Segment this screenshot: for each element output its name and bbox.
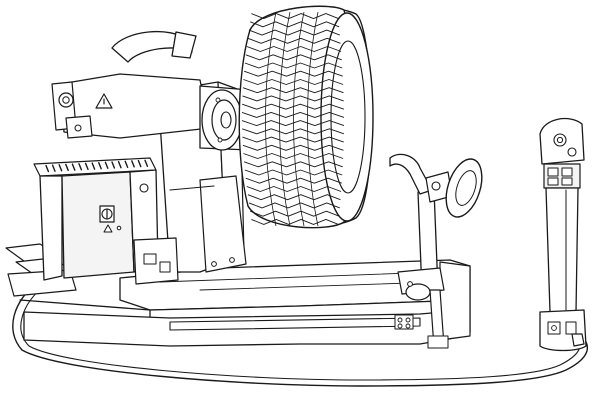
column-bolt <box>211 261 217 267</box>
tread-groove <box>242 95 344 102</box>
tire-tread-pattern <box>241 11 345 227</box>
tread-groove <box>242 87 344 94</box>
tread-groove <box>245 54 342 61</box>
tread-groove <box>243 70 343 77</box>
cable-inner <box>20 285 581 381</box>
tread-groove <box>241 120 345 127</box>
grille-slot <box>131 160 135 168</box>
hub-center <box>220 111 232 129</box>
arm-pin <box>74 124 82 132</box>
control-box <box>33 157 179 285</box>
cable-outer <box>12 281 589 387</box>
tread-groove <box>248 29 340 36</box>
tread-rib <box>279 11 291 227</box>
grille-slot <box>84 162 89 171</box>
pivot-bolt <box>407 281 413 287</box>
grille-slot <box>104 161 109 170</box>
grille-slot <box>144 159 149 168</box>
tire-bead <box>330 40 366 194</box>
pedestal-button <box>556 136 564 144</box>
tread-groove <box>243 79 344 85</box>
tread-groove <box>244 169 343 176</box>
base-connector <box>159 261 171 273</box>
panel-switch <box>561 167 573 177</box>
tread-groove <box>246 186 342 192</box>
tread-groove <box>242 136 344 143</box>
grille-slot <box>71 163 76 171</box>
column-edge <box>169 185 215 191</box>
warning-triangle-icon <box>103 224 113 233</box>
grille-slot <box>98 161 102 170</box>
tread-groove <box>243 161 343 168</box>
arm-knob <box>62 96 70 104</box>
hub-bolt <box>217 137 223 143</box>
machine-base <box>19 259 471 347</box>
tread-groove <box>248 202 340 209</box>
base-socket <box>565 321 577 335</box>
grille-slot <box>124 160 129 169</box>
grille-slot <box>78 163 83 171</box>
grille-slot <box>117 160 122 169</box>
grille-slot <box>51 164 56 172</box>
tread-rib <box>307 11 319 227</box>
tread-rib <box>293 11 305 227</box>
top-handle-grip <box>171 31 197 59</box>
tire <box>238 5 374 229</box>
tread-rib <box>265 11 277 227</box>
tread-groove <box>250 210 340 217</box>
tread-groove <box>244 62 343 69</box>
tread-groove <box>242 128 345 135</box>
rail-bolt <box>397 317 403 323</box>
base-plug <box>571 333 585 347</box>
tread-groove <box>246 46 342 52</box>
pedestal-button <box>567 147 577 157</box>
side-plug <box>139 183 149 193</box>
control-box-front <box>61 171 135 279</box>
tread-groove <box>242 103 345 110</box>
tread-groove <box>247 37 341 44</box>
roller-disc-inner <box>455 170 477 206</box>
tread-groove <box>245 177 342 184</box>
tool-arm-hook <box>389 153 433 195</box>
grille-slot <box>45 164 50 173</box>
column-bolt <box>229 257 235 263</box>
tread-groove <box>251 13 339 20</box>
base-right-end <box>439 261 471 341</box>
remote-control-pedestal <box>539 117 587 352</box>
base-socket-pin <box>551 325 557 331</box>
grille-slot <box>137 159 142 168</box>
panel-switch <box>547 177 559 186</box>
pedestal-column <box>545 187 579 313</box>
grille-slot <box>91 162 96 170</box>
tread-groove <box>247 194 341 201</box>
rail-block <box>394 314 414 330</box>
hub-bolt <box>215 97 221 103</box>
drive-head <box>51 30 251 151</box>
roller-hub <box>431 181 441 191</box>
column-lower-leg <box>199 175 247 273</box>
panel-switch <box>547 167 559 177</box>
tread-groove <box>251 218 339 225</box>
tread-groove <box>242 144 344 151</box>
tread-groove <box>241 111 345 118</box>
grille-slot <box>65 163 69 172</box>
tool-arm <box>389 153 483 349</box>
leg-foot <box>427 335 449 349</box>
rail-bolt <box>405 317 411 323</box>
connecting-cable <box>12 281 589 387</box>
control-box-side <box>39 175 63 281</box>
base-connector <box>143 253 157 265</box>
tread-groove <box>243 153 344 159</box>
slide-rail <box>169 317 421 331</box>
grille-slot <box>111 161 116 169</box>
grille-slot <box>58 164 63 172</box>
rail-bolt <box>397 323 403 329</box>
rail-bolt <box>405 323 411 329</box>
panel-switch <box>561 177 573 186</box>
roller-disc-shape <box>445 158 483 218</box>
grille-slots <box>45 159 149 173</box>
indicator-dot <box>116 225 122 231</box>
tread-groove <box>250 21 340 28</box>
